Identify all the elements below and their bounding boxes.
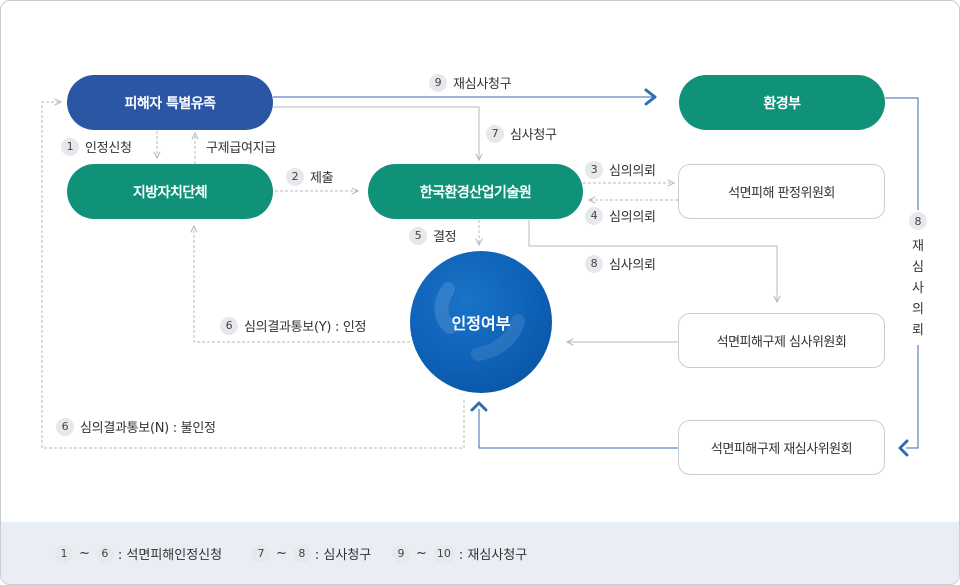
decision-decoration-icon bbox=[434, 282, 525, 361]
legend-item-review: 7~8: 심사청구 bbox=[252, 544, 371, 563]
node-judgment-committee: 석면피해 판정위원회 bbox=[678, 164, 885, 219]
chevron-up-icon bbox=[470, 401, 488, 412]
node-local-gov: 지방자치단체 bbox=[67, 164, 273, 219]
label-relief: 구제급여지급 bbox=[206, 141, 276, 156]
line-rereview-to-decision bbox=[478, 409, 678, 449]
node-rereview-committee: 석면피해구제 재심사위원회 bbox=[678, 420, 885, 475]
arrow-step6n bbox=[41, 102, 465, 449]
legend-item-application: 1~6: 석면피해인정신청 bbox=[55, 544, 222, 563]
arrow-step7 bbox=[273, 106, 479, 160]
node-review-committee: 석면피해구제 심사위원회 bbox=[678, 313, 885, 368]
chevron-right-icon bbox=[644, 88, 657, 106]
node-victim: 피해자 특별유족 bbox=[67, 75, 273, 130]
arrow-step6y bbox=[194, 226, 410, 343]
node-keiti: 한국환경산업기술원 bbox=[368, 164, 583, 219]
chevron-left-icon bbox=[898, 439, 909, 457]
legend-item-rereview: 9~10: 재심사청구 bbox=[392, 544, 527, 563]
label-step8b: 8 재 심 사 의 뢰 bbox=[907, 210, 929, 345]
arrow-step8a bbox=[528, 220, 777, 302]
node-ministry: 환경부 bbox=[679, 75, 885, 130]
node-decision: 인정여부 bbox=[410, 251, 552, 393]
legend-bar bbox=[1, 522, 959, 584]
